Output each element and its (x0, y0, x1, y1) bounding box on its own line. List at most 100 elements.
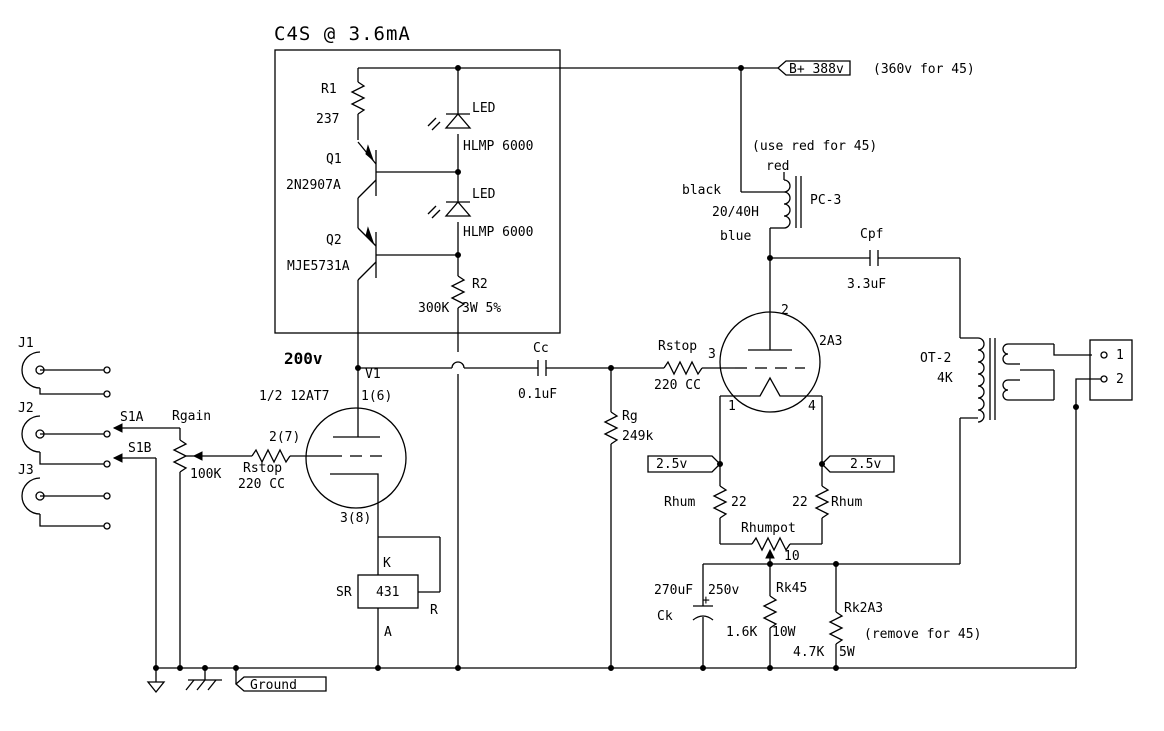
switch-s1b: S1B (128, 441, 152, 456)
q1-name: Q1 (326, 152, 342, 167)
plate-node (355, 365, 361, 371)
gnd-node-1 (153, 665, 159, 671)
rstop-in-resistor (192, 448, 320, 464)
rhum-right-value: 22 (792, 495, 808, 510)
gnd-node-4 (233, 665, 239, 671)
rk2a3-name: Rk2A3 (844, 601, 883, 616)
v2-pin-plate: 2 (781, 303, 789, 318)
q1-part: 2N2907A (286, 178, 341, 193)
v2-pin-f1: 1 (728, 399, 736, 414)
cpf-value: 3.3uF (847, 277, 886, 292)
c4s-box (274, 49, 561, 334)
ot-name: OT-2 (920, 351, 951, 366)
r2-name: R2 (472, 277, 488, 292)
rk2a3-value: 4.7K (793, 645, 824, 660)
v1-name: V1 (365, 367, 381, 382)
r1-value: 237 (316, 112, 339, 127)
rg-resistor (603, 368, 619, 668)
gnd-node-8 (700, 665, 706, 671)
ck-plus: + (702, 593, 710, 608)
bplus-label: B+ 388v (789, 62, 844, 77)
rk45-rating: 10W (772, 625, 796, 640)
jack-j3 (21, 477, 111, 530)
jack-j1-label: J1 (18, 336, 34, 351)
r1-resistor (350, 68, 366, 140)
v1-tube (305, 407, 407, 537)
q1-transistor (357, 141, 458, 228)
gnd-node-9 (767, 665, 773, 671)
rhumpot-name: Rhumpot (741, 521, 796, 536)
bplus-rail (358, 60, 851, 76)
choke-pc3 (740, 68, 802, 258)
r2-resistor (450, 255, 466, 352)
v2-pin-f4: 4 (808, 399, 816, 414)
terminal-2: 2 (1116, 372, 1124, 387)
cc-capacitor (537, 360, 664, 376)
rstop-in-name: Rstop (243, 461, 282, 476)
v1-pin-plate: 1(6) (361, 389, 392, 404)
r1-name: R1 (321, 82, 337, 97)
q2-transistor (357, 226, 458, 368)
jack-j2 (21, 415, 111, 468)
led1-part: HLMP 6000 (463, 139, 533, 154)
gnd-node-3 (202, 665, 208, 671)
led1 (427, 68, 472, 172)
rhum-right-resistor (790, 485, 830, 545)
rk45-resistor (762, 564, 778, 668)
rhumpot-value: 10 (784, 549, 800, 564)
gnd-node-6 (455, 665, 461, 671)
sr-r: R (430, 603, 438, 618)
cc-name: Cc (533, 341, 549, 356)
rk2a3-note: (remove for 45) (864, 627, 981, 642)
c4s-title: C4S @ 3.6mA (274, 23, 411, 45)
terminal-1: 1 (1116, 348, 1124, 363)
rstop-out-value: 220 CC (654, 378, 701, 393)
ground-bus (146, 667, 1076, 694)
rhum-left-resistor (712, 485, 752, 545)
rhum-left-name: Rhum (664, 495, 695, 510)
cc-value: 0.1uF (518, 387, 557, 402)
output-transformer (960, 337, 1092, 423)
led2 (427, 172, 472, 255)
heater-left-node (717, 461, 723, 467)
v2-type: 2A3 (819, 334, 842, 349)
led2-part: HLMP 6000 (463, 225, 533, 240)
heater-right: 2.5v (850, 457, 881, 472)
v1-pin-grid: 2(7) (269, 430, 300, 445)
sr-a: A (384, 625, 392, 640)
cpf-name: Cpf (860, 227, 883, 242)
sr-k: K (383, 556, 391, 571)
choke-blue: blue (720, 229, 751, 244)
v1-plate-wire (357, 361, 538, 668)
selector-switch (112, 423, 180, 668)
heater-left: 2.5v (656, 457, 687, 472)
sr-431 (357, 536, 441, 668)
cpf-capacitor (770, 250, 961, 338)
rgain-name: Rgain (172, 409, 211, 424)
jack-j2-label: J2 (18, 401, 34, 416)
gnd-node-5 (375, 665, 381, 671)
rstop-in-value: 220 CC (238, 477, 285, 492)
sr-name: SR (336, 585, 352, 600)
gnd-node-10 (833, 665, 839, 671)
choke-note: (use red for 45) (752, 139, 877, 154)
gnd-node-2 (177, 665, 183, 671)
switch-s1a: S1A (120, 410, 144, 425)
rstop-out-name: Rstop (658, 339, 697, 354)
output-terminal (1075, 339, 1133, 668)
rhum-right-name: Rhum (831, 495, 862, 510)
node-voltage: 200v (284, 349, 323, 368)
ot-value: 4K (937, 371, 953, 386)
rstop-out-pin: 3 (708, 347, 716, 362)
rg-value: 249k (622, 429, 653, 444)
terminal-node (1073, 404, 1079, 410)
rhumpot (751, 536, 791, 564)
choke-value: 20/40H (712, 205, 759, 220)
v1-pin-cathode: 3(8) (340, 511, 371, 526)
cathode-bus (702, 418, 961, 606)
heater-left-flag (647, 455, 721, 473)
sr-part: 431 (376, 585, 399, 600)
ck-name: Ck (657, 609, 673, 624)
